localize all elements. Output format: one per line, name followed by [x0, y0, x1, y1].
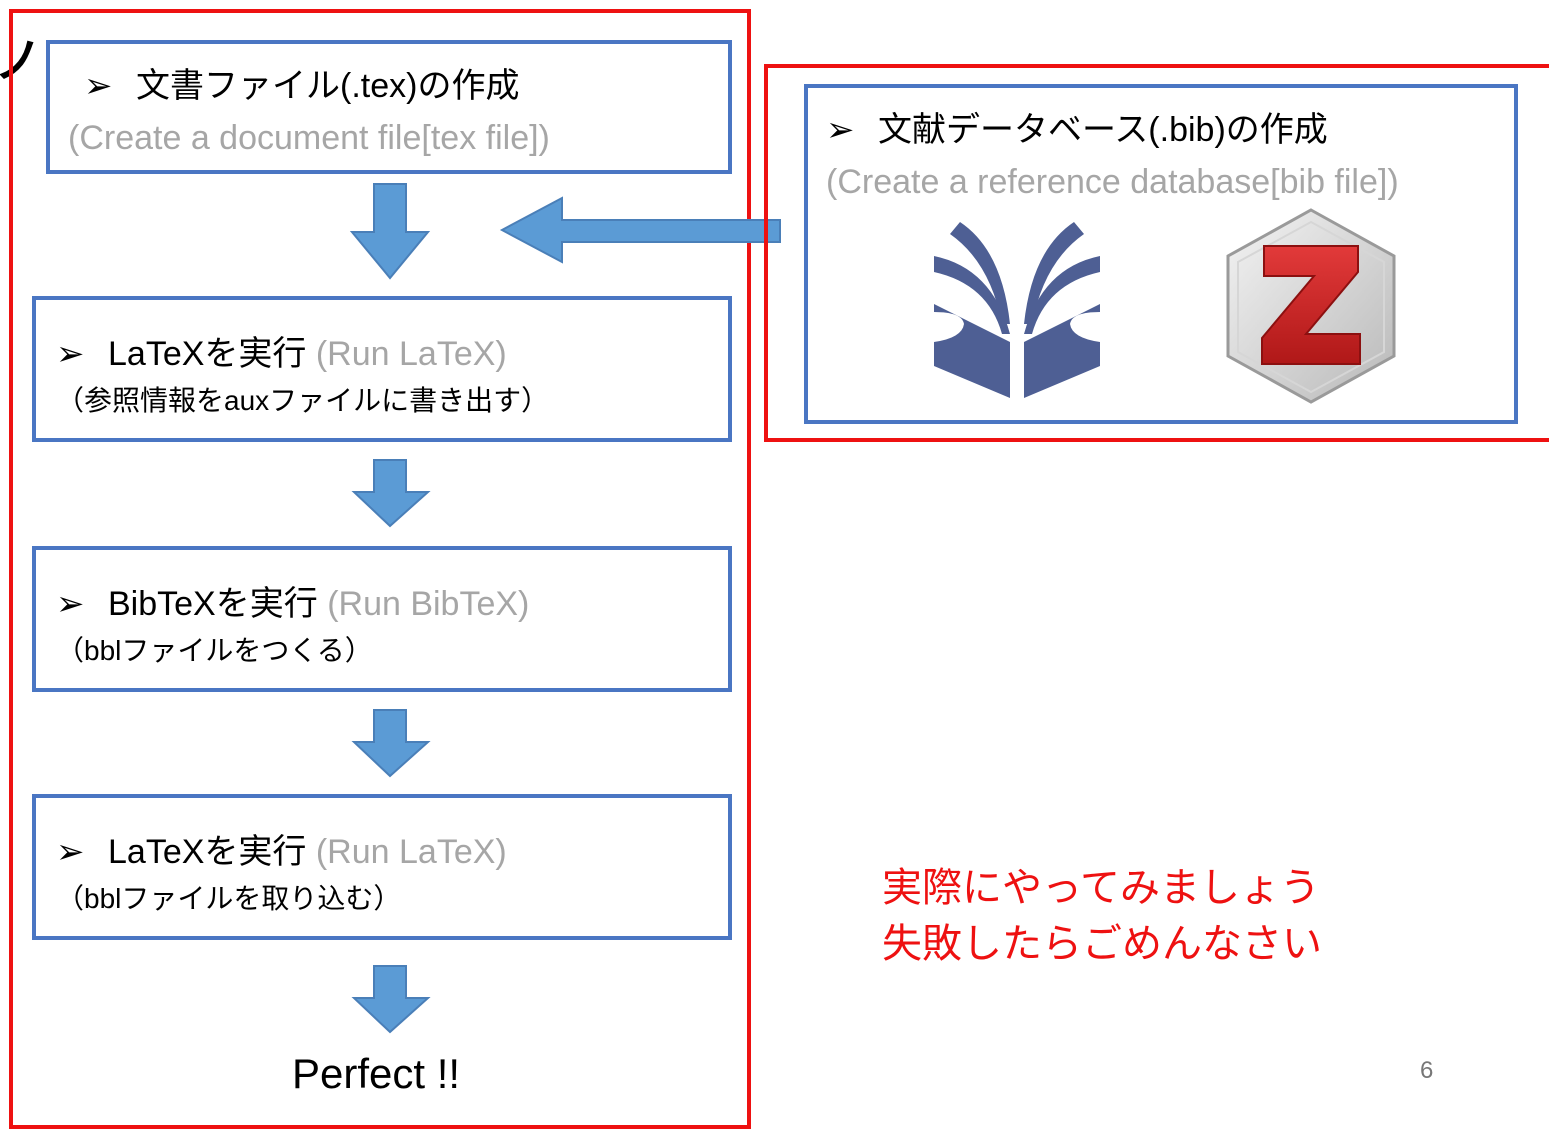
step-create-tex-box: ➢文書ファイル(.tex)の作成 (Create a document file… — [46, 40, 732, 174]
step-create-tex-subtitle: (Create a document file[tex file]) — [68, 119, 550, 157]
step-run-bibtex-box: ➢BibTeXを実行 (Run BibTeX) （bblファイルをつくる） — [32, 546, 732, 692]
down-arrow-icon — [351, 459, 431, 528]
bullet-icon: ➢ — [56, 585, 85, 623]
bullet-icon: ➢ — [84, 67, 113, 105]
step-run-latex-again-title: ➢LaTeXを実行 (Run LaTeX) — [56, 833, 507, 871]
reference-database-subtitle: (Create a reference database[bib file]) — [826, 163, 1399, 201]
step-run-bibtex-detail: （bblファイルをつくる） — [56, 635, 373, 666]
reference-database-box: ➢文献データベース(.bib)の作成 (Create a reference d… — [804, 84, 1518, 424]
bullet-icon: ➢ — [826, 111, 855, 149]
step-run-latex-detail: （参照情報をauxファイルに書き出す） — [56, 385, 550, 416]
jabref-logo-icon — [934, 222, 1100, 398]
step-run-latex-box: ➢LaTeXを実行 (Run LaTeX) （参照情報をauxファイルに書き出す… — [32, 296, 732, 442]
note-line-1: 実際にやってみましょう — [882, 866, 1320, 910]
down-arrow-icon — [351, 965, 431, 1034]
note-line-2: 失敗したらごめんなさい — [882, 922, 1322, 966]
step-run-latex-title: ➢LaTeXを実行 (Run LaTeX) — [56, 335, 507, 373]
step-run-latex-again-detail: （bblファイルを取り込む） — [56, 883, 402, 914]
step-create-tex-title: ➢文書ファイル(.tex)の作成 — [84, 67, 520, 105]
corner-mark: ノ — [0, 35, 43, 88]
page-number: 6 — [1420, 1057, 1434, 1084]
zotero-logo-icon — [1226, 208, 1396, 404]
step-run-latex-again-box: ➢LaTeXを実行 (Run LaTeX) （bblファイルを取り込む） — [32, 794, 732, 940]
reference-database-title: ➢文献データベース(.bib)の作成 — [826, 111, 1328, 149]
right-database-frame — [764, 64, 1549, 442]
left-arrow-icon — [499, 196, 781, 264]
bullet-icon: ➢ — [56, 833, 85, 871]
result-text: Perfect !! — [292, 1050, 461, 1097]
down-arrow-icon — [349, 183, 431, 280]
bullet-icon: ➢ — [56, 335, 85, 373]
step-run-bibtex-title: ➢BibTeXを実行 (Run BibTeX) — [56, 585, 530, 623]
down-arrow-icon — [351, 709, 431, 778]
